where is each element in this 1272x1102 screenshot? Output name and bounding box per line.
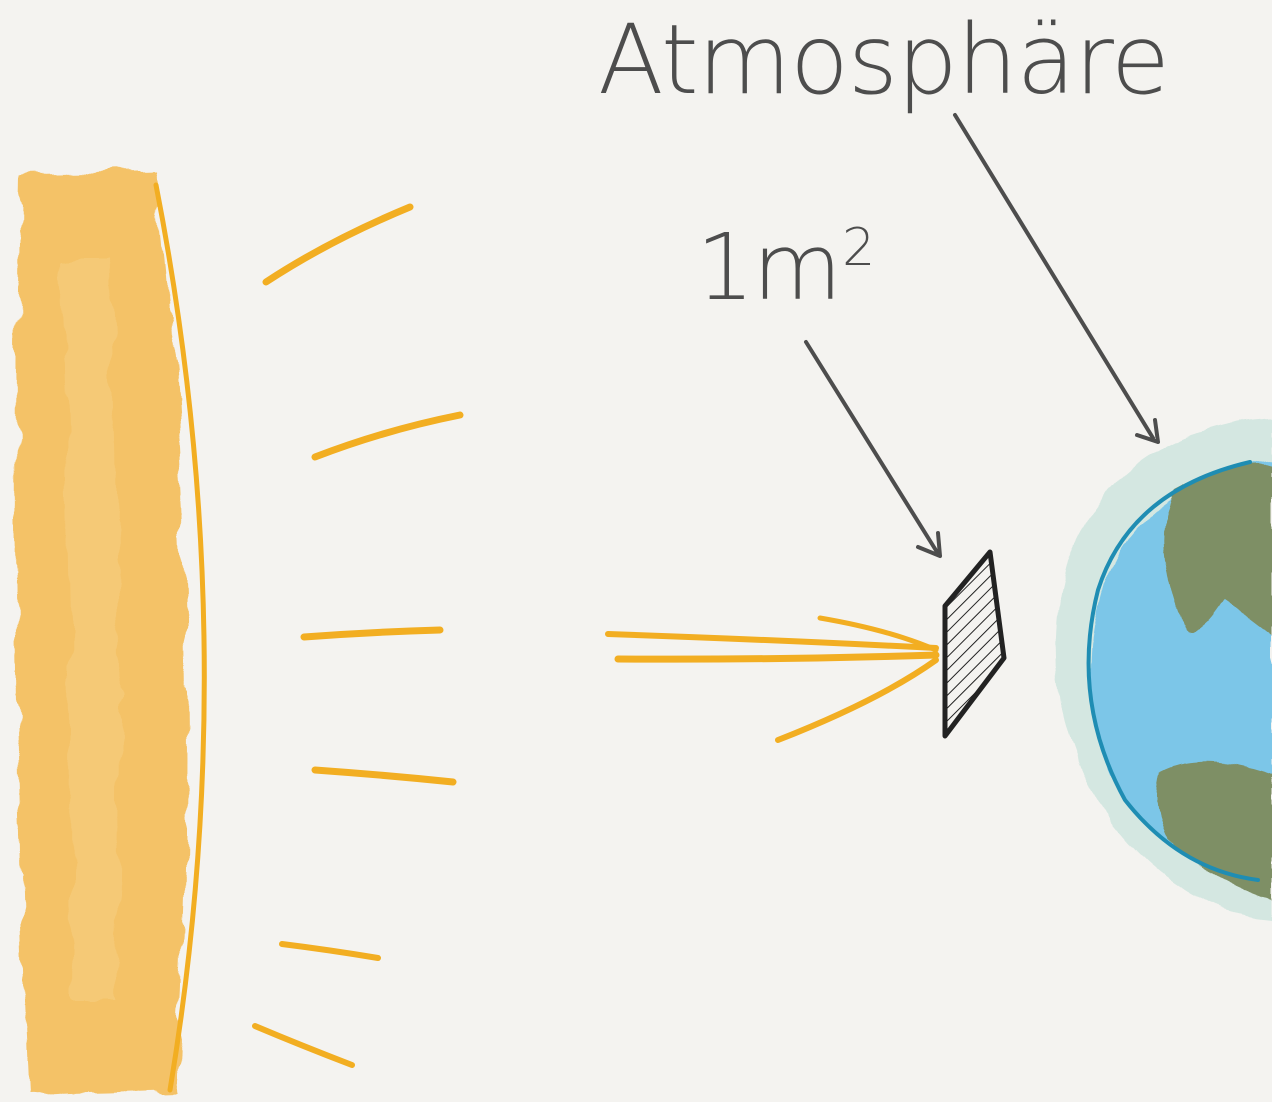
atmosphere-arrow xyxy=(953,113,1155,440)
atmosphere-label: Atmosphäre xyxy=(598,4,1170,116)
sun-limb xyxy=(153,182,207,1093)
sun-surface-icon xyxy=(15,172,207,1095)
area-arrow xyxy=(804,340,939,554)
ray-6 xyxy=(252,1023,355,1068)
panel-face xyxy=(942,549,1007,739)
area-arrowhead xyxy=(916,531,942,558)
ray-3 xyxy=(300,626,444,641)
land-south xyxy=(1156,761,1272,900)
atmosphere-arrowhead xyxy=(1135,418,1160,444)
sun-rays xyxy=(252,203,464,1068)
earth-icon xyxy=(1055,418,1272,918)
area-label-value: 1m xyxy=(696,214,842,321)
incoming-rays xyxy=(605,615,940,743)
ray-4 xyxy=(311,766,457,786)
square-meter-panel-icon xyxy=(942,549,1007,739)
incoming-ray-inner xyxy=(817,615,939,653)
incoming-ray-middle xyxy=(614,651,940,663)
area-label-exponent: 2 xyxy=(842,218,875,278)
area-label: 1m2 xyxy=(696,222,875,314)
ray-2 xyxy=(311,411,464,461)
incoming-ray-top xyxy=(605,631,939,651)
ray-5 xyxy=(279,941,381,961)
sun-body-highlight xyxy=(60,260,119,1000)
ray-1 xyxy=(262,203,414,286)
land-north xyxy=(1163,464,1272,635)
earth-outline xyxy=(1086,460,1260,882)
incoming-ray-bottom xyxy=(775,657,939,743)
label-arrows xyxy=(804,113,1160,558)
